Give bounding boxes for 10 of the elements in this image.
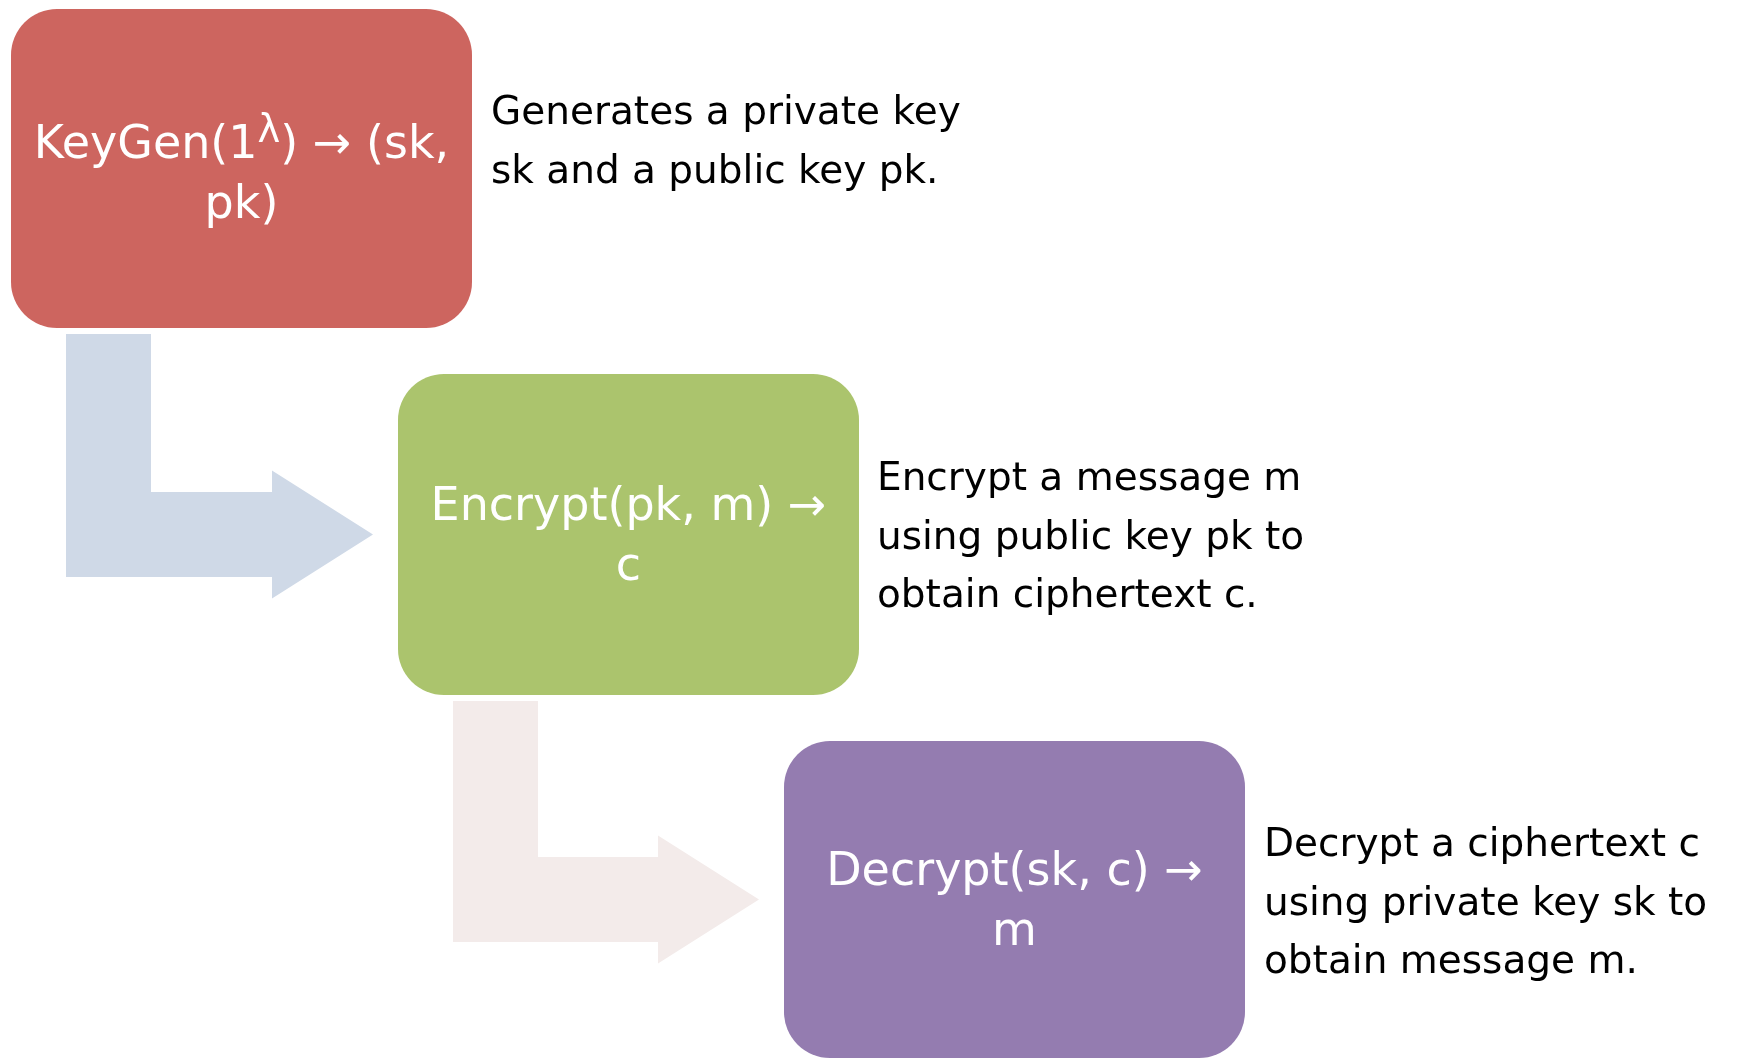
function-label: Encrypt(pk, m) → c	[429, 475, 828, 593]
function-label: KeyGen(1$^{λ}$) → (sk, pk)	[32, 105, 451, 232]
process-box	[398, 374, 859, 695]
function-label: Decrypt(sk, c) → m	[825, 840, 1204, 958]
process-box	[11, 9, 472, 328]
description-text: Encrypt a message m using public key pk to obtain ciphertext c.	[877, 453, 1306, 618]
process-box	[784, 741, 1245, 1058]
description-text: Generates a private key sk and a public key pk.	[491, 87, 961, 194]
description-text: Decrypt a ciphertext c using private key sk to obtain message m.	[1264, 819, 1709, 984]
bent-arrow	[66, 334, 373, 599]
